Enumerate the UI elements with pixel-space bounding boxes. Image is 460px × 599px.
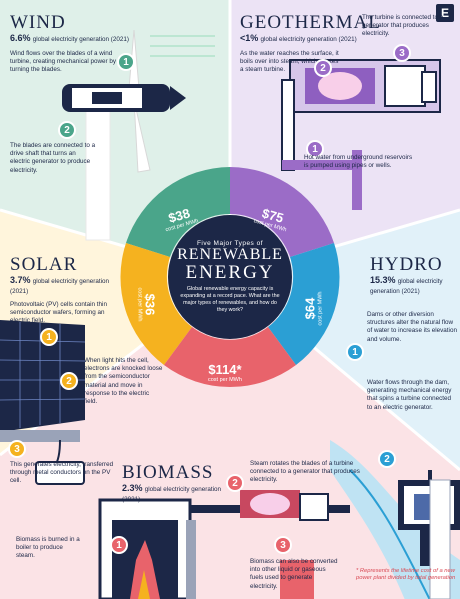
wind-turbine-illustration bbox=[62, 29, 215, 241]
biomass-step2-badge: 2 bbox=[226, 474, 244, 492]
biomass-share: 2.3% bbox=[122, 483, 143, 493]
geothermal-stat: <1% global electricity generation (2021) bbox=[240, 34, 370, 44]
geothermal-ring-segment bbox=[230, 167, 334, 257]
solar-cost: $36 cost per MWh bbox=[136, 287, 158, 322]
center-title-line2: ENERGY bbox=[185, 262, 275, 283]
geothermal-step2-text: As the water reaches the surface, it boi… bbox=[240, 50, 339, 74]
biomass-stat: 2.3% global electricity generation (2021… bbox=[122, 484, 222, 504]
solar-title: SOLAR bbox=[10, 254, 78, 275]
geothermal-step1-text: Hot water from underground reservoirs is… bbox=[304, 154, 413, 170]
solar-share-label: global electricity generation (2021) bbox=[10, 278, 110, 296]
solar-share: 3.7% bbox=[10, 275, 31, 285]
biomass-share-label: global electricity generation (2021) bbox=[122, 486, 222, 504]
center-title-line1: RENEWABLE bbox=[177, 246, 283, 263]
geothermal-step1-badge: 1 bbox=[306, 140, 324, 158]
wind-step1-badge: 1 bbox=[117, 53, 135, 71]
hydro-share: 15.3% bbox=[370, 275, 396, 285]
hydro-share-label: global electricity generation (2021) bbox=[370, 278, 443, 296]
biomass-step1-text: Biomass is burned in a boiler to produce… bbox=[16, 536, 80, 560]
geothermal-share-label: global electricity generation (2021) bbox=[260, 36, 357, 43]
solar-step2-text: When light hits the cell, electrons are … bbox=[84, 357, 163, 406]
hydro-ring-segment bbox=[268, 243, 340, 365]
wind-step2-badge: 2 bbox=[58, 121, 76, 139]
solar-intro-text: Photovoltaic (PV) cells contain thin sem… bbox=[10, 301, 107, 325]
geothermal-step3-text: The turbine is connected to a generator … bbox=[362, 14, 444, 38]
solar-ring-segment bbox=[120, 243, 192, 365]
wind-share-label: global electricity generation (2021) bbox=[32, 36, 130, 43]
logo-badge: E bbox=[436, 4, 454, 22]
biomass-title: BIOMASS bbox=[122, 462, 214, 483]
biomass-step3-text: Biomass can also be converted into other… bbox=[250, 558, 338, 590]
hydro-cost: $64 cost per MWh bbox=[302, 291, 324, 326]
wind-title: WIND bbox=[10, 12, 66, 33]
geothermal-share: <1% bbox=[240, 33, 259, 43]
hydro-step1-text: Dams or other diversion structures alter… bbox=[367, 311, 457, 343]
hydro-step1-badge: 1 bbox=[346, 343, 364, 361]
solar-step3-badge: 3 bbox=[8, 440, 26, 458]
footnote: * Represents the lifetime cost of a new … bbox=[356, 568, 456, 582]
hydro-step2-badge: 2 bbox=[378, 450, 396, 468]
geothermal-step2-badge: 2 bbox=[314, 59, 332, 77]
biomass-cost: $114* cost per MWh bbox=[208, 362, 242, 383]
solar-step3-text: This generates electricity, transferred … bbox=[10, 461, 114, 485]
wind-share: 6.6% bbox=[10, 33, 31, 43]
wind-step1-text: Wind flows over the blades of a wind tur… bbox=[10, 50, 117, 74]
wind-stat: 6.6% global electricity generation (2021… bbox=[10, 34, 170, 44]
hydro-title: HYDRO bbox=[370, 254, 443, 275]
solar-stat: 3.7% global electricity generation (2021… bbox=[10, 276, 110, 296]
biomass-ring-segment bbox=[164, 327, 296, 387]
geothermal-step3-badge: 3 bbox=[393, 44, 411, 62]
hydro-stat: 15.3% global electricity generation (202… bbox=[370, 276, 456, 296]
solar-step1-badge: 1 bbox=[40, 328, 58, 346]
wind-ring-segment bbox=[126, 167, 230, 257]
solar-panel-illustration bbox=[0, 320, 86, 485]
biomass-step3-badge: 3 bbox=[274, 536, 292, 554]
solar-step2-badge: 2 bbox=[60, 372, 78, 390]
hydro-step2-text: Water flows through the dam, generating … bbox=[367, 379, 452, 411]
wind-step2-text: The blades are connected to a drive shaf… bbox=[10, 142, 96, 174]
geothermal-title: GEOTHERMAL bbox=[240, 12, 381, 33]
center-title-block: Five Major Types of RENEWABLE ENERGY Glo… bbox=[168, 215, 292, 339]
biomass-step1-badge: 1 bbox=[110, 536, 128, 554]
biomass-step2-text: Steam rotates the blades of a turbine co… bbox=[250, 460, 360, 484]
center-blurb: Global renewable energy capacity is expa… bbox=[180, 286, 280, 313]
center-subtitle: Five Major Types of bbox=[196, 240, 264, 247]
